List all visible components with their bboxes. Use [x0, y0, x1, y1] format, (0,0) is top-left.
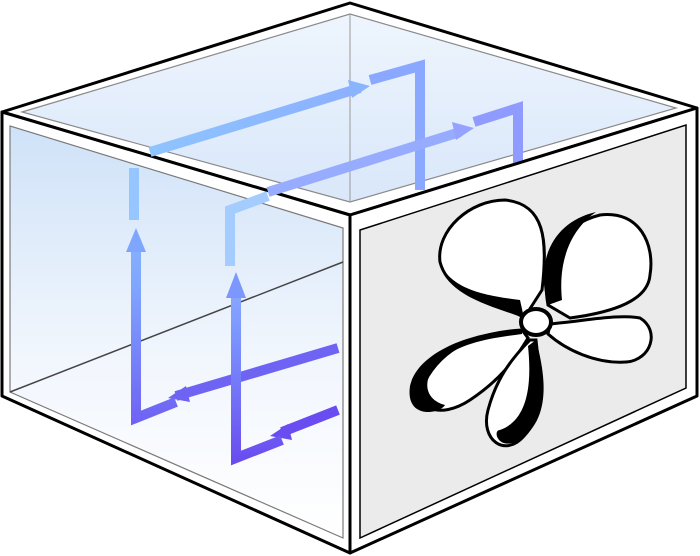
interior-floor-edge — [9, 261, 344, 393]
airflow-arrow-icon — [348, 80, 370, 98]
airflow-arrows — [126, 59, 523, 466]
airflow-arrow-icon — [126, 228, 146, 252]
airflow-arrow-icon — [131, 248, 178, 426]
airflow-arrow-icon — [231, 296, 284, 466]
airflow-arrow-icon — [472, 101, 523, 166]
airflow-arrow-icon — [174, 343, 340, 401]
airflow-arrow-icon — [452, 122, 474, 140]
airflow-arrow-icon — [148, 83, 362, 157]
fan-icon — [409, 198, 653, 448]
airflow-arrow-icon — [270, 424, 292, 440]
airflow-arrow-icon — [280, 405, 340, 437]
fan-hub — [519, 307, 553, 337]
airflow-arrow-icon — [226, 272, 246, 298]
airflow-arrow-icon — [266, 127, 462, 197]
airflow-arrow-icon — [225, 191, 270, 266]
